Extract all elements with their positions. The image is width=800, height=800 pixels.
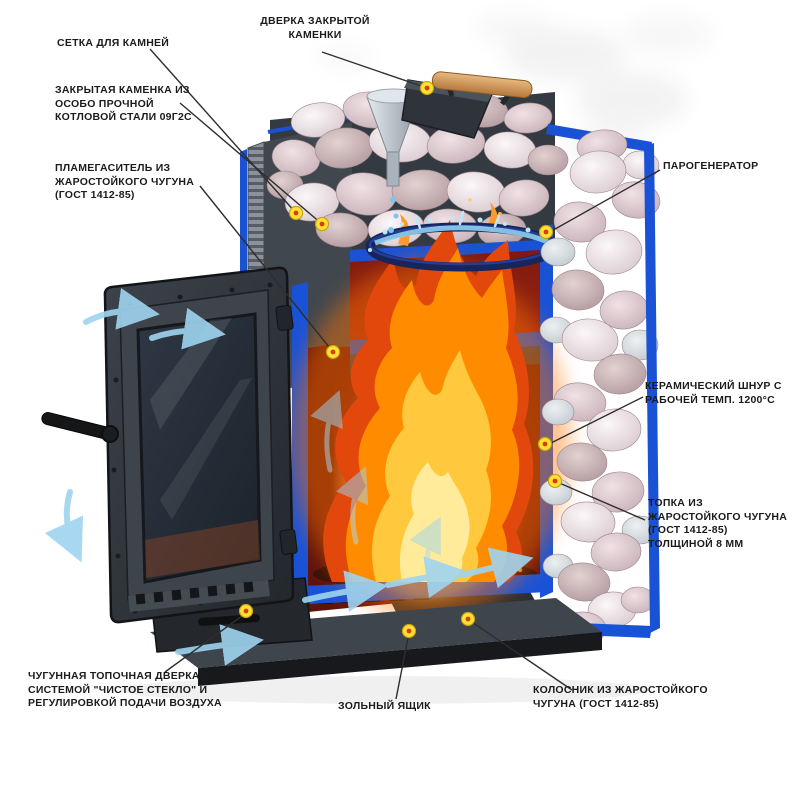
callout-lines [149, 48, 661, 700]
smoke-wisps [315, 12, 713, 163]
door-handle [41, 412, 119, 443]
right-column-frame [644, 143, 660, 633]
wooden-handle [431, 71, 533, 99]
label-topka: ТОПКА ИЗ ЖАРОСТОЙКОГО ЧУГУНА (ГОСТ 1412-… [648, 497, 788, 550]
label-setka: СЕТКА ДЛЯ КАМНЕЙ [57, 37, 170, 49]
airflow-arrows [44, 288, 534, 666]
callout-line-kamenka [179, 102, 323, 225]
label-plamegasitel: ПЛАМЕГАСИТЕЛЬ ИЗ ЖАРОСТОЙКОГО ЧУГУНА (ГО… [55, 162, 195, 202]
marker-dot-cores [243, 85, 558, 634]
label-kolosnik: КОЛОСНИК ИЗ ЖАРОСТОЙКОГО ЧУГУНА (ГОСТ 14… [533, 684, 708, 710]
door-hinges [275, 304, 298, 555]
callout-line-topka [556, 481, 646, 521]
label-keram-shnur: КЕРАМИЧЕСКИЙ ШНУР С РАБОЧЕЙ ТЕМП. 1200°С [645, 380, 782, 406]
label-dverka-kamenki: ДВЕРКА ЗАКРЫТОЙ КАМЕНКИ [260, 15, 370, 41]
ground-shadow [120, 676, 650, 704]
callout-line-setka [149, 48, 297, 214]
steam-generator-ring [365, 210, 559, 272]
callout-line-kolosnik [468, 619, 573, 691]
label-kamenka: ЗАКРЫТАЯ КАМЕНКА ИЗ ОСОБО ПРОЧНОЙ КОТЛОВ… [55, 84, 192, 124]
callout-line-dverka-kamenki [321, 51, 428, 89]
callout-line-parogenerator [547, 169, 661, 234]
callout-line-dverka-topki [164, 612, 247, 673]
label-zolnik: ЗОЛЬНЫЙ ЯЩИК [338, 700, 431, 712]
airflow-arrows-inner [310, 390, 441, 567]
marker-dots [238, 80, 563, 639]
label-parogenerator: ПАРОГЕНЕРАТОР [663, 160, 759, 172]
callout-line-plamegasitel [199, 185, 334, 353]
callout-line-keram [546, 396, 644, 446]
door-air-vents [128, 580, 270, 612]
firebox-door [41, 266, 298, 624]
callout-line-zolnik [395, 632, 410, 700]
label-dverka-topki: ЧУГУННАЯ ТОПОЧНАЯ ДВЕРКА С СИСТЕМОЙ "ЧИС… [28, 670, 222, 710]
firebox-flame [323, 198, 534, 582]
